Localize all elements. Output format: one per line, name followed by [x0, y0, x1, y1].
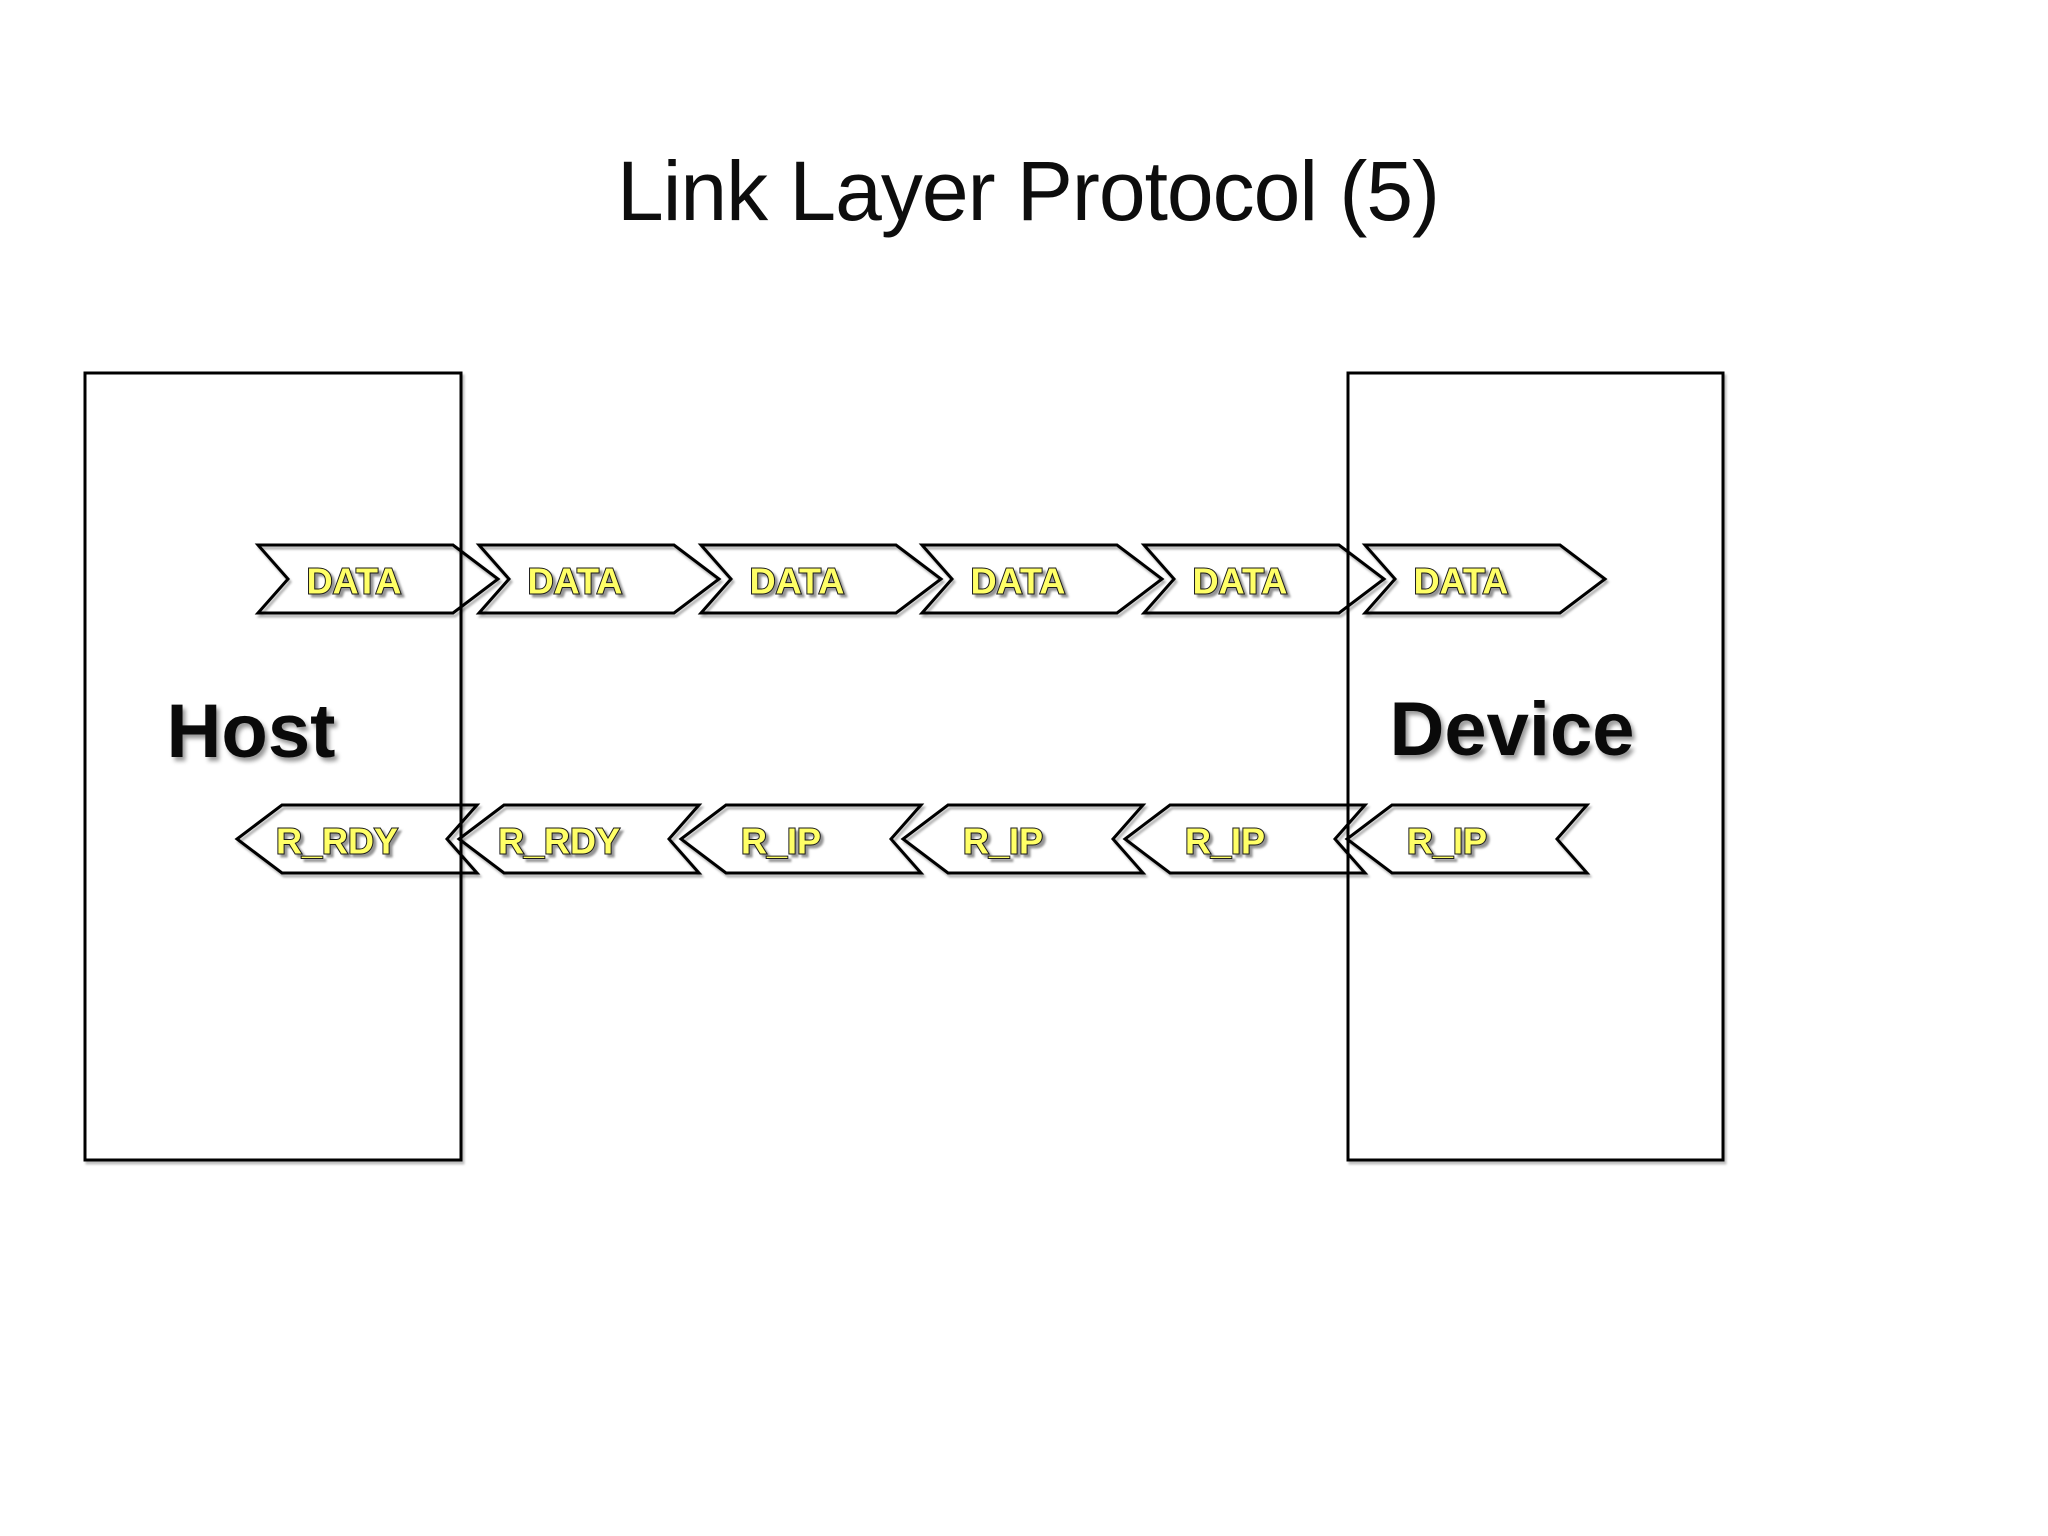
return-arrow: R_IP — [1122, 803, 1369, 875]
return-arrow-label: R_IP — [963, 821, 1043, 862]
host-label: Host — [167, 689, 336, 774]
return-arrow-label: R_IP — [1185, 821, 1265, 862]
data-arrow-label: DATA — [528, 561, 623, 602]
data-arrow: DATA — [254, 543, 501, 615]
data-arrow: DATA — [1361, 543, 1608, 615]
right-chevron-shape — [697, 543, 944, 615]
data-arrow: DATA — [697, 543, 944, 615]
left-chevron-shape — [678, 803, 925, 875]
device-label: Device — [1389, 687, 1634, 772]
return-arrow: R_IP — [678, 803, 925, 875]
return-arrow: R_IP — [1344, 803, 1591, 875]
return-arrow: R_RDY — [456, 803, 703, 875]
right-chevron-shape — [918, 543, 1165, 615]
data-arrow: DATA — [1140, 543, 1387, 615]
return-arrow: R_IP — [900, 803, 1147, 875]
return-flow-row: R_RDY R_RDY R_IP R_IP R_IP R_IP — [234, 803, 1591, 875]
return-arrow: R_RDY — [234, 803, 481, 875]
left-chevron-shape — [1122, 803, 1369, 875]
data-arrow: DATA — [918, 543, 1165, 615]
right-chevron-shape — [1361, 543, 1608, 615]
left-chevron-shape — [456, 803, 703, 875]
right-chevron-shape — [475, 543, 722, 615]
return-arrow-label: R_RDY — [498, 821, 620, 862]
host-box — [83, 371, 463, 1162]
right-chevron-shape — [254, 543, 501, 615]
data-arrow-label: DATA — [1414, 561, 1509, 602]
data-arrow-label: DATA — [307, 561, 402, 602]
data-arrow-label: DATA — [971, 561, 1066, 602]
data-arrow-label: DATA — [750, 561, 845, 602]
device-box — [1346, 371, 1725, 1162]
data-arrow: DATA — [475, 543, 722, 615]
data-arrow-label: DATA — [1193, 561, 1288, 602]
return-arrow-label: R_IP — [741, 821, 821, 862]
data-flow-row: DATA DATA DATA DATA DATA DATA — [254, 543, 1608, 615]
return-arrow-label: R_IP — [1407, 821, 1487, 862]
left-chevron-shape — [900, 803, 1147, 875]
right-chevron-shape — [1140, 543, 1387, 615]
slide-title: Link Layer Protocol (5) — [617, 144, 1439, 238]
left-chevron-shape — [1344, 803, 1591, 875]
return-arrow-label: R_RDY — [276, 821, 398, 862]
left-chevron-shape — [234, 803, 481, 875]
